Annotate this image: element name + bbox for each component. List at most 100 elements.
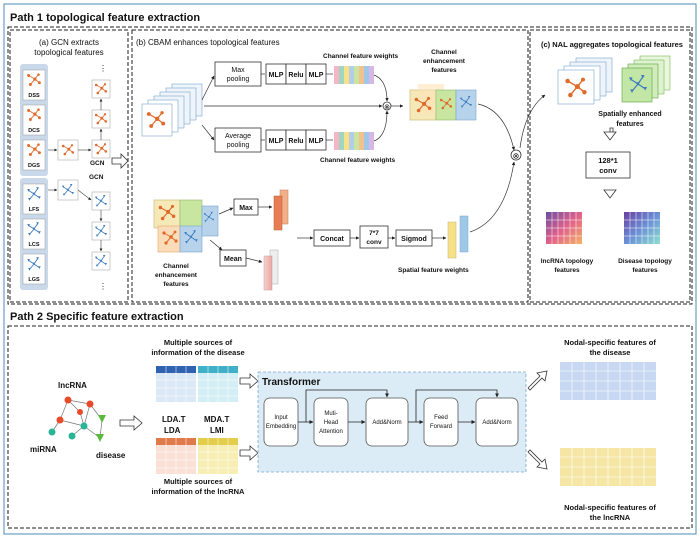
max-pooling-line2: pooling bbox=[227, 76, 250, 83]
nodal-lnc-line1: Nodal-specific features of bbox=[564, 503, 656, 512]
nal-panel bbox=[529, 29, 691, 303]
concat-label: Concat bbox=[320, 236, 344, 243]
lnc-topo-line2: features bbox=[554, 267, 580, 274]
spatial-line1: Spatially enhanced bbox=[598, 111, 661, 118]
dis-topo-line1: Disease topology bbox=[618, 258, 672, 265]
relu-bottom: Relu bbox=[288, 138, 303, 145]
lda-t-label: LDA.T bbox=[162, 415, 186, 424]
sigmod-label: Sigmod bbox=[401, 236, 427, 243]
disease-label: disease bbox=[96, 451, 126, 460]
arrows-transformer-to-outputs bbox=[527, 370, 548, 470]
add-norm-box-2 bbox=[475, 397, 519, 447]
nal-title: (c) NAL aggregates topological features bbox=[541, 40, 683, 49]
channel-enh-line1: Channel bbox=[431, 49, 457, 56]
spatial-weights-label: Spatial feature weights bbox=[398, 267, 469, 274]
mlp-top-1: MLP bbox=[269, 72, 284, 79]
multiply-symbol-2: ⊗ bbox=[513, 152, 520, 161]
disease-sources-line2: information of the disease bbox=[151, 348, 244, 357]
mha-line3: Attention bbox=[319, 429, 343, 435]
spatial-weight-maps bbox=[447, 215, 469, 259]
mlp-row-bottom: MLP Relu MLP bbox=[265, 129, 327, 151]
channel-enhancement-cube-bottom bbox=[153, 199, 219, 253]
spatial-branch-arrows bbox=[209, 94, 546, 263]
disease-sources-line1: Multiple sources of bbox=[164, 338, 233, 347]
cbam-panel bbox=[131, 29, 529, 303]
lncrna-similarity-tiles: LFS LCS LGS bbox=[22, 183, 46, 285]
max-pooling-line1: Max bbox=[231, 67, 245, 74]
transformer-arrows bbox=[298, 389, 499, 424]
mirna-label: miRNA bbox=[30, 445, 57, 454]
multiply-symbol-1: ⊗ bbox=[384, 104, 390, 111]
lnc-topo-line1: lncRNA topology bbox=[541, 258, 594, 265]
addnorm1-label: Add&Norm bbox=[372, 420, 401, 426]
mlp-row-top: MLP Relu MLP bbox=[265, 63, 327, 85]
disease-topology-matrix bbox=[624, 212, 660, 244]
avg-pooling-box bbox=[214, 127, 262, 153]
gcn-arrows bbox=[48, 98, 103, 252]
arrow-network-to-sources bbox=[119, 415, 143, 431]
conv7-line1: 7*7 bbox=[369, 230, 379, 237]
disease-source-matrices bbox=[156, 366, 238, 402]
addnorm2-label: Add&Norm bbox=[482, 420, 511, 426]
lnc-sources-line1: Multiple sources of bbox=[164, 477, 233, 486]
path2-title: Path 2 Specific feature extraction bbox=[10, 311, 184, 323]
avg-pooling-line1: Average bbox=[225, 133, 251, 140]
cbam-channel-arrows bbox=[201, 73, 404, 142]
heterogeneous-network bbox=[48, 396, 106, 442]
channel-weights-top bbox=[334, 66, 374, 84]
lncrna-label: lncRNA bbox=[58, 381, 87, 390]
conv128-line1: 128*1 bbox=[598, 156, 618, 165]
mlp-top-2: MLP bbox=[309, 72, 324, 79]
mha-line2: Head bbox=[324, 420, 338, 426]
multiply-node-2 bbox=[510, 149, 522, 161]
channel-weights-top-label: Channel feature weights bbox=[323, 53, 399, 60]
spatially-enhanced-stack bbox=[557, 55, 671, 105]
arrow-gcn-to-cbam bbox=[111, 153, 129, 169]
ff-line2: Forward bbox=[430, 424, 452, 430]
label-dgs: DGS bbox=[28, 163, 40, 169]
ff-line1: Feed bbox=[434, 415, 448, 421]
ellipsis-top: ⋮ bbox=[99, 64, 107, 73]
bottom-enh-line3: features bbox=[163, 281, 189, 288]
mda-t-label: MDA.T bbox=[204, 415, 229, 424]
label-lgs: LGS bbox=[28, 277, 40, 283]
channel-weights-bottom bbox=[334, 132, 374, 150]
arrow-to-topology bbox=[603, 189, 617, 199]
gcn-layer-tiles bbox=[57, 79, 111, 271]
feature-stack bbox=[141, 83, 203, 137]
label-lfs: LFS bbox=[29, 207, 40, 213]
max-mean-maps bbox=[263, 189, 289, 291]
max-pooling-box bbox=[214, 61, 262, 87]
path1-frame bbox=[7, 26, 693, 305]
gcn-label-top: GCN bbox=[90, 160, 105, 167]
arrow-to-conv bbox=[603, 127, 617, 141]
conv128-line2: conv bbox=[599, 166, 617, 175]
mha-line1: Muti- bbox=[324, 411, 337, 417]
nodal-disease-features bbox=[560, 362, 656, 400]
nodal-disease-line1: Nodal-specific features of bbox=[564, 338, 656, 347]
bottom-enh-line1: Channel bbox=[163, 263, 189, 270]
relu-top: Relu bbox=[288, 72, 303, 79]
channel-enh-line2: enhancement bbox=[423, 58, 466, 65]
nodal-lncrna-features bbox=[560, 448, 656, 486]
cbam-title: (b) CBAM enhances topological features bbox=[136, 38, 280, 47]
path1-title: Path 1 topological feature extraction bbox=[10, 12, 200, 24]
feed-forward-box bbox=[423, 397, 459, 447]
mlp-bottom-1: MLP bbox=[269, 138, 284, 145]
label-dss: DSS bbox=[28, 93, 40, 99]
disease-similarity-tiles: DSS DCS DGS bbox=[22, 69, 46, 171]
channel-weights-bottom-label: Channel feature weights bbox=[320, 157, 396, 164]
ellipsis-bottom: ⋮ bbox=[99, 282, 107, 291]
gcn-panel bbox=[9, 29, 129, 303]
avg-pooling-line2: pooling bbox=[227, 142, 250, 149]
gcn-title-line1: (a) GCN extracts bbox=[39, 38, 99, 47]
input-embedding-box bbox=[263, 397, 299, 447]
mean-label: Mean bbox=[224, 256, 242, 263]
path2-frame bbox=[7, 325, 693, 529]
lmi-label: LMI bbox=[210, 426, 224, 435]
channel-enh-line3: features bbox=[431, 67, 457, 74]
lncrna-source-matrices bbox=[156, 438, 238, 474]
nodal-lnc-line2: the lncRNA bbox=[590, 513, 631, 522]
nodal-disease-line2: the disease bbox=[590, 348, 631, 357]
